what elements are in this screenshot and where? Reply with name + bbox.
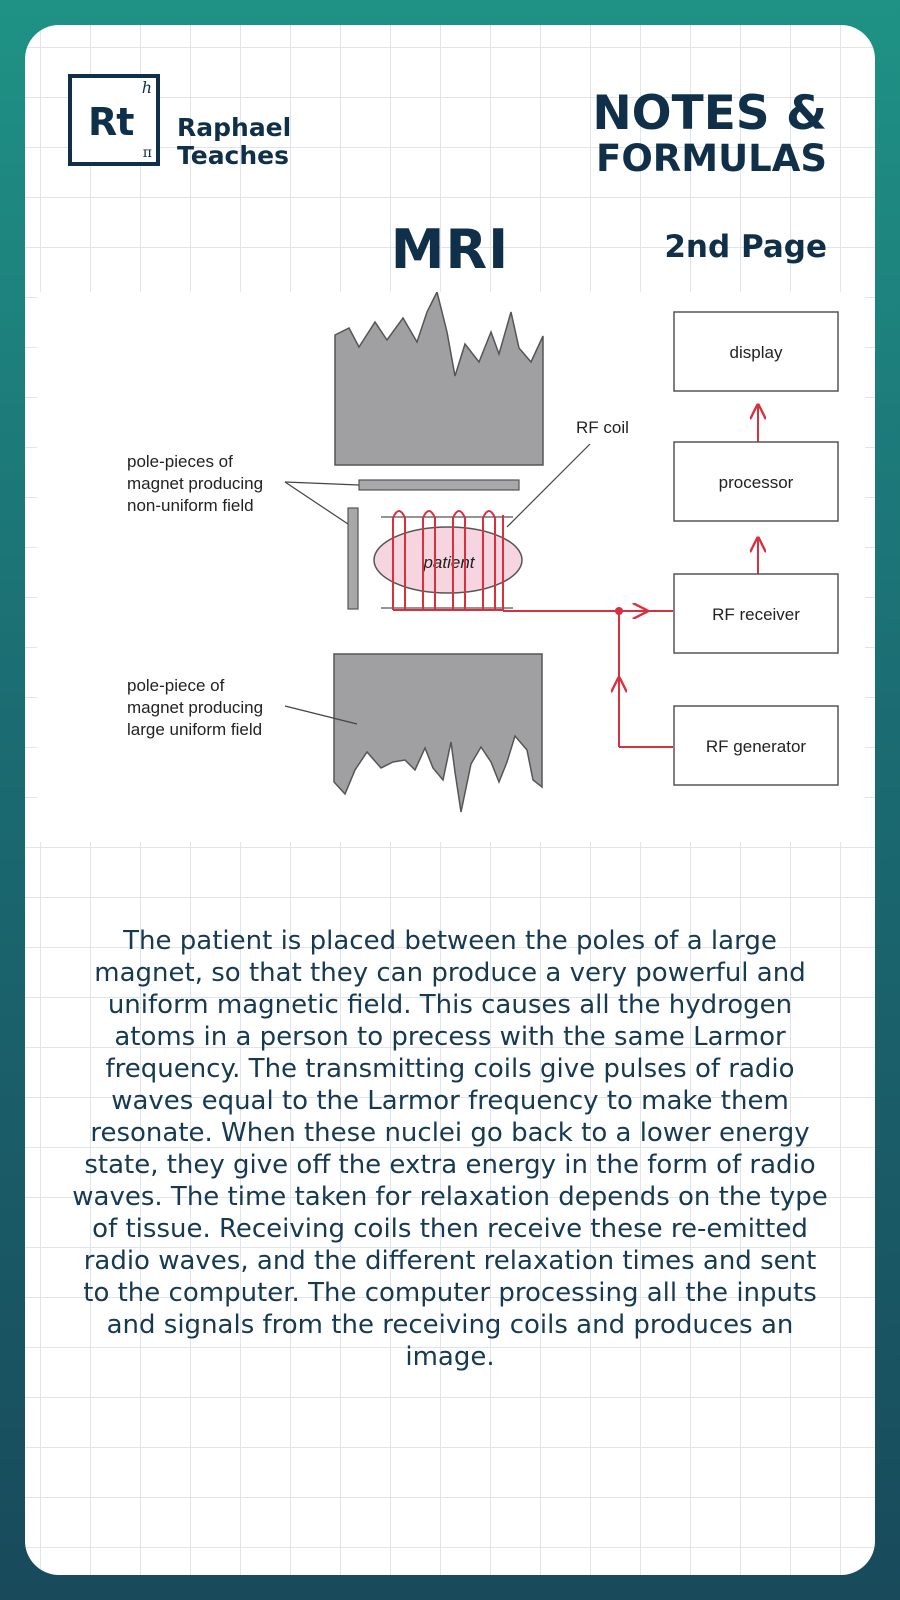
pole-pieces-pointer-side [284,481,349,525]
logo-subscript: π [142,145,152,161]
display-label: display [730,343,783,362]
rf-coil-pointer [506,443,591,528]
pole-piece-uniform-line-2: magnet producing [127,698,263,717]
processor-box [673,441,839,522]
lower-magnet [333,653,543,813]
pole-pieces-nonuniform-line-3: non-uniform field [127,496,254,515]
rf-generator-box [673,705,839,786]
logo-letters: Rt [88,100,134,144]
topic-title: MRI [390,218,510,281]
rf-receiver-label: RF receiver [712,605,800,624]
brand-name: Raphael Teaches [177,114,291,170]
processor-label: processor [719,473,794,492]
upper-pole-piece [358,479,520,491]
rf-coil-label: RF coil [576,418,629,437]
patient-label: patient [422,553,475,572]
explanation-text: The patient is placed between the poles … [72,926,828,1372]
patient-ellipse [373,526,523,594]
brand-line-1: Raphael [177,113,292,142]
header-title-line-1: NOTES & [592,86,827,141]
display-box [673,311,839,392]
notes-card: Rt h π Raphael Teaches NOTES & FORMULAS … [25,25,875,1575]
pole-pieces-nonuniform-line-1: pole-pieces of [127,452,233,471]
brand-line-2: Teaches [177,141,290,170]
header-title-line-2: FORMULAS [596,137,827,180]
pole-piece-uniform-line-1: pole-piece of [127,676,225,695]
mri-diagram: patient display [37,292,865,842]
pole-pieces-nonuniform-label: pole-pieces of magnet producing non-unif… [127,452,268,515]
rf-generator-label: RF generator [706,737,806,756]
logo: Rt h π [68,74,160,166]
logo-superscript: h [141,78,152,97]
pole-piece-uniform-line-3: large uniform field [127,720,262,739]
page-label: 2nd Page [664,229,827,265]
pole-pieces-nonuniform-line-2: magnet producing [127,474,263,493]
pole-piece-uniform-label: pole-piece of magnet producing large uni… [127,676,268,739]
upper-magnet [334,292,544,466]
pole-piece-uniform-pointer [284,705,358,725]
side-pole-piece [347,507,359,610]
rf-receiver-box [673,573,839,654]
pole-pieces-pointer-upper [284,481,360,486]
mri-diagram-svg: patient display [127,292,839,813]
